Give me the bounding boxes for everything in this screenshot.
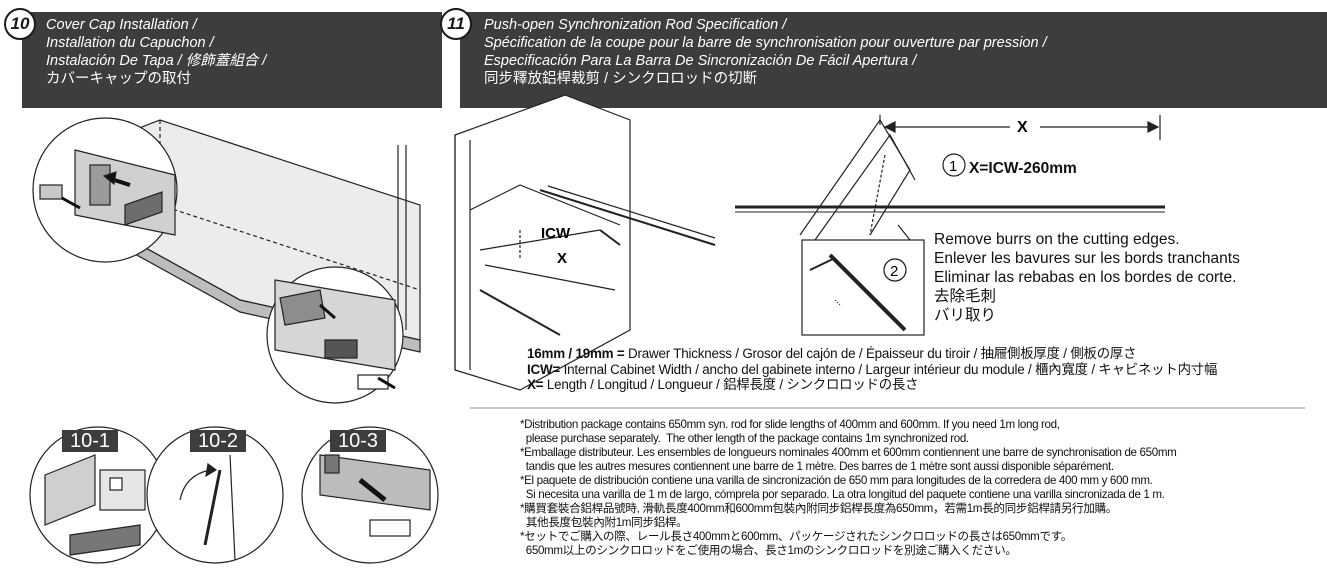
zoom-circle-rear-cap (266, 266, 404, 404)
section-10-title-fr: Installation du Capuchon / (46, 35, 214, 51)
footnote-line: Si necesita una varilla de 1 m de largo,… (520, 488, 1165, 501)
step-2-number: 2 (890, 263, 898, 280)
definition-thickness: 16mm / 19mm = Drawer Thickness / Grosor … (527, 346, 1217, 362)
definition-text: Length / Longitud / Longueur / 鋁桿長度 / シン… (543, 377, 919, 392)
burr-text-ja: バリ取り (934, 307, 997, 324)
definition-x: X= Length / Longitud / Longueur / 鋁桿長度 /… (527, 377, 1217, 393)
definition-term: X= (527, 377, 544, 392)
section-10-title-es: Instalación De Tapa / 修飾蓋組合 / (46, 53, 267, 69)
step-10-1-tag: 10-1 (62, 430, 119, 452)
footnote-line: *Emballage distributeur. Les ensembles d… (520, 446, 1177, 459)
section-11-title-zh-ja: 同步釋放鋁桿裁剪 / シンクロロッドの切断 (484, 71, 758, 87)
section-11-title-es: Especificación Para La Barra De Sincroni… (484, 53, 917, 69)
icw-label: ICW (541, 225, 571, 242)
step-10-2-tag: 10-2 (190, 430, 247, 452)
section-11-title-fr: Spécification de la coupe pour la barre … (484, 35, 1047, 51)
burr-text-en: Remove burrs on the cutting edges. (934, 231, 1180, 248)
x-label: X (557, 250, 567, 267)
definition-text: Drawer Thickness / Grosor del cajón de /… (624, 346, 1137, 361)
footnote-line: *Distribution package contains 650mm syn… (520, 418, 1060, 431)
definitions-block: 16mm / 19mm = Drawer Thickness / Grosor … (527, 346, 1217, 393)
footnote-line: *購買套裝合鋁桿品號時, 滑軌長度400mm和600mm包裝內附同步鋁桿長度為6… (520, 502, 1118, 515)
burr-text-zh: 去除毛刺 (934, 288, 997, 305)
burr-text-fr: Enlever les bavures sur les bords tranch… (934, 250, 1240, 267)
footnotes-block: *Distribution package contains 650mm syn… (520, 418, 1177, 558)
step-10-3-tag: 10-3 (330, 430, 387, 452)
footnote-line: tandis que les autres mesures contiennen… (520, 460, 1114, 473)
footnote-line: *セットでご購入の際、レール長さ400mmと600mm、パッケージされたシンクロ… (520, 530, 1073, 543)
step-10-3-illustration (301, 426, 439, 564)
definition-icw: ICW= Internal Cabinet Width / ancho del … (527, 362, 1217, 378)
section-11-header: Push-open Synchronization Rod Specificat… (460, 12, 1327, 108)
step-1-number: 1 (949, 158, 957, 175)
footnote-line: 650mm以上のシンクロロッドをご使用の場合、長さ1mのシンクロロッドを別途ご購… (520, 544, 1017, 557)
cabinet-illustration (454, 94, 716, 391)
zoom-circle-front-bracket (32, 117, 178, 263)
burr-instructions: Remove burrs on the cutting edges. Enlev… (934, 230, 1240, 325)
step-10-2-illustration (146, 426, 284, 564)
definition-term: ICW= (527, 361, 561, 377)
definition-text: Internal Cabinet Width / ancho del gabin… (560, 361, 1218, 377)
x-dimension-label: X (1017, 119, 1028, 136)
burr-text-es: Eliminar las rebabas en los bordes de co… (934, 269, 1237, 286)
section-10-title-en: Cover Cap Installation / (46, 17, 197, 33)
cut-length-formula: X=ICW-260mm (969, 160, 1077, 177)
step-10-1-illustration (29, 426, 167, 564)
section-10-number-badge: 10 (4, 8, 36, 40)
footnote-line: 其他長度包裝內附1m同步鋁桿。 (520, 516, 688, 529)
footnote-line: *El paquete de distribución contiene una… (520, 474, 1153, 487)
section-10-title-ja: カバーキャップの取付 (46, 71, 191, 87)
section-11-title-en: Push-open Synchronization Rod Specificat… (484, 17, 787, 33)
saw-and-rod-illustration (735, 115, 1165, 241)
section-11-number-badge: 11 (440, 8, 472, 40)
definition-term: 16mm / 19mm = (527, 346, 625, 361)
burr-removal-illustration (801, 239, 925, 336)
footnote-line: please purchase separately. The other le… (520, 432, 969, 445)
section-10-header: Cover Cap Installation / Installation du… (22, 12, 442, 108)
